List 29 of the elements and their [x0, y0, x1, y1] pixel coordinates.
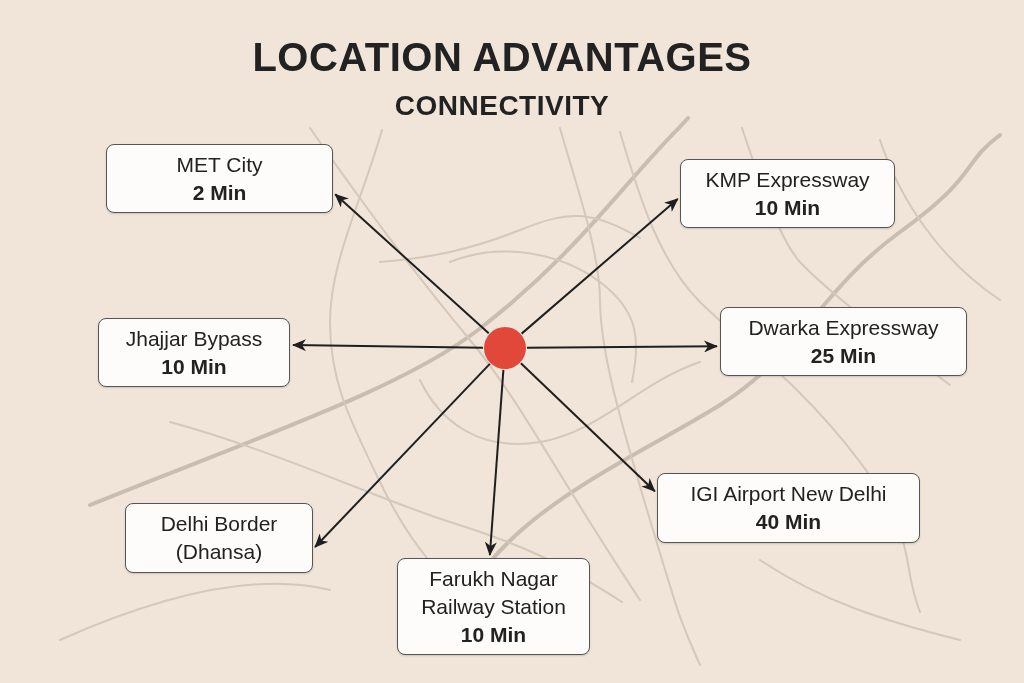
place-card	[397, 558, 590, 655]
place-card	[106, 144, 333, 213]
travel-time: 10 Min	[754, 194, 821, 221]
arrow	[526, 340, 718, 353]
place-card	[98, 318, 290, 387]
arrow	[334, 193, 490, 335]
place-name: Delhi Border (Dhansa)	[159, 511, 279, 565]
place-name: Jhajjar Bypass	[125, 325, 263, 352]
arrow	[484, 368, 505, 556]
arrow	[314, 362, 491, 549]
arrow	[519, 362, 656, 493]
subtitle: CONNECTIVITY	[393, 89, 611, 123]
place-card	[680, 159, 895, 228]
travel-time: 10 Min	[161, 353, 227, 380]
place-name: MET City	[176, 151, 263, 178]
travel-time: 25 Min	[810, 342, 877, 369]
arrow	[520, 197, 679, 335]
diagram-title: LOCATION ADVANTAGES	[251, 34, 753, 80]
place-card	[125, 503, 313, 573]
travel-time: 40 Min	[755, 509, 822, 535]
place-card	[657, 473, 920, 543]
place-name: KMP Expressway	[705, 166, 870, 193]
place-name: IGI Airport New Delhi	[690, 481, 887, 507]
arrow	[292, 339, 484, 352]
place-card	[720, 307, 967, 376]
place-name: Dwarka Expressway	[748, 314, 939, 341]
travel-time: 10 Min	[460, 621, 527, 648]
travel-time: 2 Min	[192, 179, 247, 206]
place-name: Farukh Nagar Railway Station	[420, 565, 567, 620]
